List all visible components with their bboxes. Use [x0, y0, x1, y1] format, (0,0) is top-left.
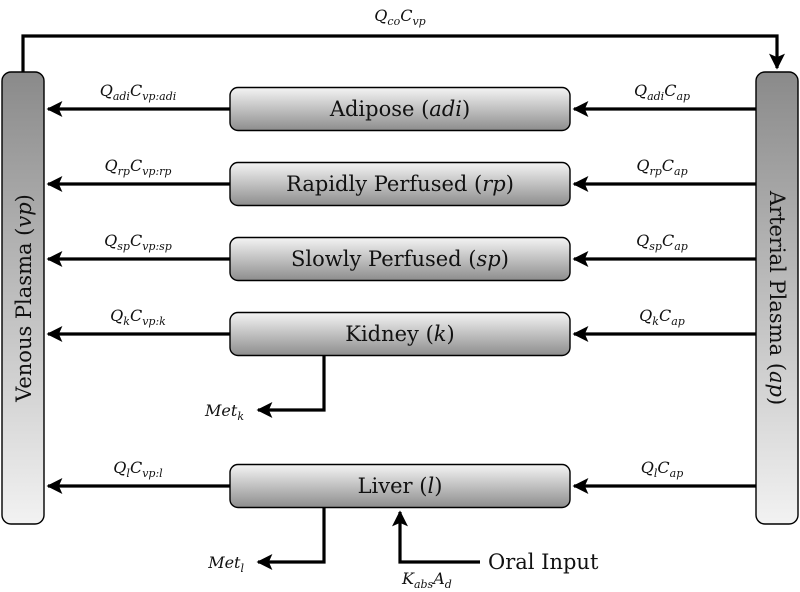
arterial-plasma-box: [755, 71, 799, 525]
oral-input-label: Oral Input: [488, 550, 599, 574]
organ-row-rapidly-perfused: Rapidly Perfused (rp) QrpCvp:rp QrpCap: [46, 156, 756, 207]
organ-row-adipose: Adipose (adi) QadiCvp:adi QadiCap: [46, 81, 756, 132]
kidney-box: [229, 311, 571, 357]
liver-box: [229, 463, 571, 509]
rapidly-perfused-inflow-label: QrpCap: [636, 156, 687, 178]
liver-metabolism-label: Metl: [207, 553, 244, 575]
liver-outflow-label: QlCvp:l: [113, 458, 163, 480]
kidney-inflow-label: QkCap: [639, 306, 685, 328]
organ-row-slowly-perfused: Slowly Perfused (sp) QspCvp:sp QspCap: [46, 231, 756, 282]
kidney-label: Kidney (k): [345, 322, 454, 346]
kidney-metabolism-label: Metk: [204, 401, 244, 423]
liver-label: Liver (l): [358, 474, 443, 498]
arterial-plasma-label: Arterial Plasma (ap): [765, 190, 789, 405]
adipose-inflow-label: QadiCap: [634, 81, 690, 103]
kidney-metabolism-arrow: [256, 356, 326, 418]
organ-row-kidney: Kidney (k) QkCvp:k QkCap: [46, 306, 756, 357]
adipose-box: [229, 86, 571, 132]
adipose-outflow-label: QadiCvp:adi: [100, 81, 177, 103]
slowly-perfused-inflow-label: QspCap: [636, 231, 688, 253]
rapidly-perfused-label: Rapidly Perfused (rp): [286, 172, 514, 196]
kidney-outflow-label: QkCvp:k: [110, 306, 166, 328]
venous-plasma-label: Venous Plasma (vp): [12, 194, 36, 403]
liver-inflow-label: QlCap: [641, 458, 684, 480]
oral-absorption-rate-label: KabsAd: [401, 569, 452, 591]
cardiac-output-label: QcoCvp: [374, 6, 425, 28]
slowly-perfused-outflow-label: QspCvp:sp: [104, 231, 172, 253]
rapidly-perfused-box: [229, 161, 571, 207]
cardiac-output-arrow: [21, 34, 785, 72]
liver-metabolism-arrow: [256, 508, 326, 570]
adipose-label: Adipose (adi): [329, 97, 470, 121]
slowly-perfused-box: [229, 236, 571, 282]
slowly-perfused-label: Slowly Perfused (sp): [291, 247, 509, 271]
organ-row-liver: Liver (l) QlCvp:l QlCap: [46, 458, 756, 509]
oral-input-arrow: [392, 510, 480, 564]
rapidly-perfused-outflow-label: QrpCvp:rp: [105, 156, 172, 178]
